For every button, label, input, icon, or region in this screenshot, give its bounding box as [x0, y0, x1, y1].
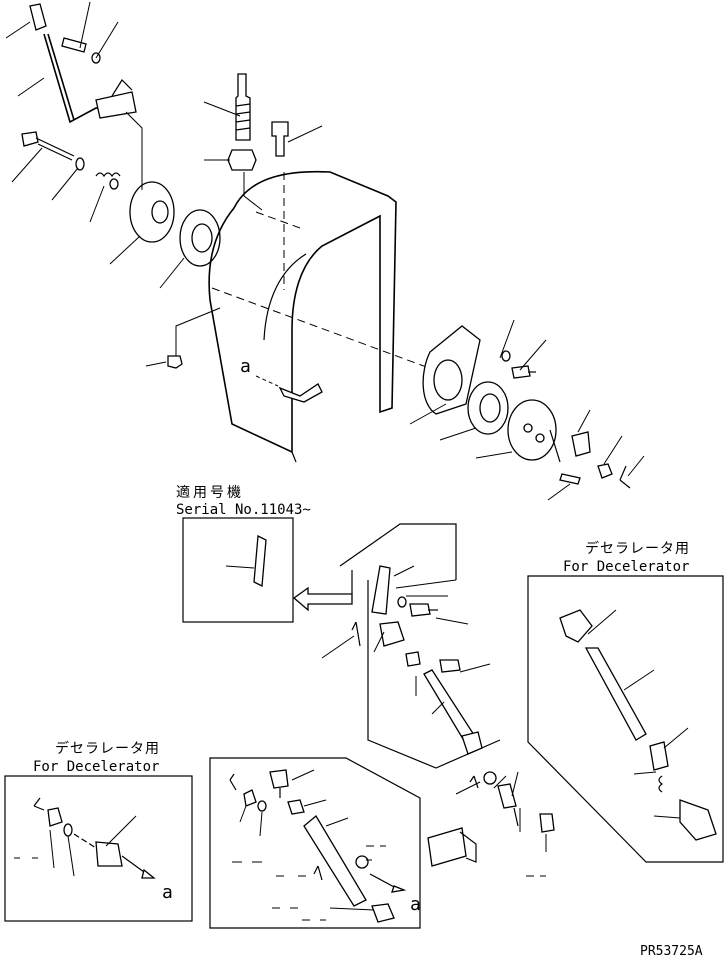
washer: [75, 157, 85, 171]
serial-detail: 適用号機 Serial No.11043~: [176, 484, 353, 623]
long-bolt: [21, 131, 39, 147]
arrow-left: [292, 586, 353, 612]
housing-body: [208, 170, 397, 454]
bolt-upper: [61, 37, 87, 53]
bracket-plate: [371, 565, 391, 615]
decelerator-detail-right: デセラレータ用 For Decelerator: [527, 540, 724, 863]
bottom-link-arm: [303, 815, 367, 907]
bottom-linkage-detail: a: [209, 757, 477, 929]
decel-left-ref-label: a: [162, 882, 173, 903]
push-rod: [423, 669, 477, 745]
small-nut: [167, 355, 183, 369]
decelerator-detail-left: デセラレータ用 For Decelerator a: [4, 740, 193, 922]
lever-knob: [29, 3, 47, 31]
right-flange-group: [409, 319, 645, 501]
bottom-box: [209, 757, 421, 929]
decel-right-title-en: For Decelerator: [563, 559, 689, 575]
bottom-right-parts: [455, 771, 555, 877]
decel-right-box: [527, 575, 724, 863]
serial-box: [182, 517, 294, 623]
drawing-number: PR53725A: [640, 944, 703, 959]
bracket-part: [253, 534, 267, 588]
ref-label-top: a: [240, 356, 251, 377]
decel-left-title-jp: デセラレータ用: [55, 740, 160, 757]
stud-and-bolt: [203, 73, 323, 211]
housing: a: [145, 170, 441, 463]
decel-right-title-jp: デセラレータ用: [585, 540, 690, 557]
serial-title-jp: 適用号機: [176, 484, 244, 501]
bottom-sleeve: [427, 827, 467, 867]
lever-assembly: [5, 1, 221, 289]
threaded-stud: [235, 73, 251, 141]
vertical-bolt: [271, 121, 289, 157]
decel-left-sleeve: [95, 841, 123, 867]
decel-left-box: [4, 775, 193, 922]
serial-title-en: Serial No.11043~: [176, 502, 311, 518]
hex-nut: [227, 149, 257, 171]
center-linkage: [321, 523, 501, 769]
shaft-line: [211, 287, 441, 373]
spring: [95, 172, 121, 178]
decel-left-title-en: For Decelerator: [33, 759, 159, 775]
ref-label-bottom: a: [410, 894, 421, 915]
